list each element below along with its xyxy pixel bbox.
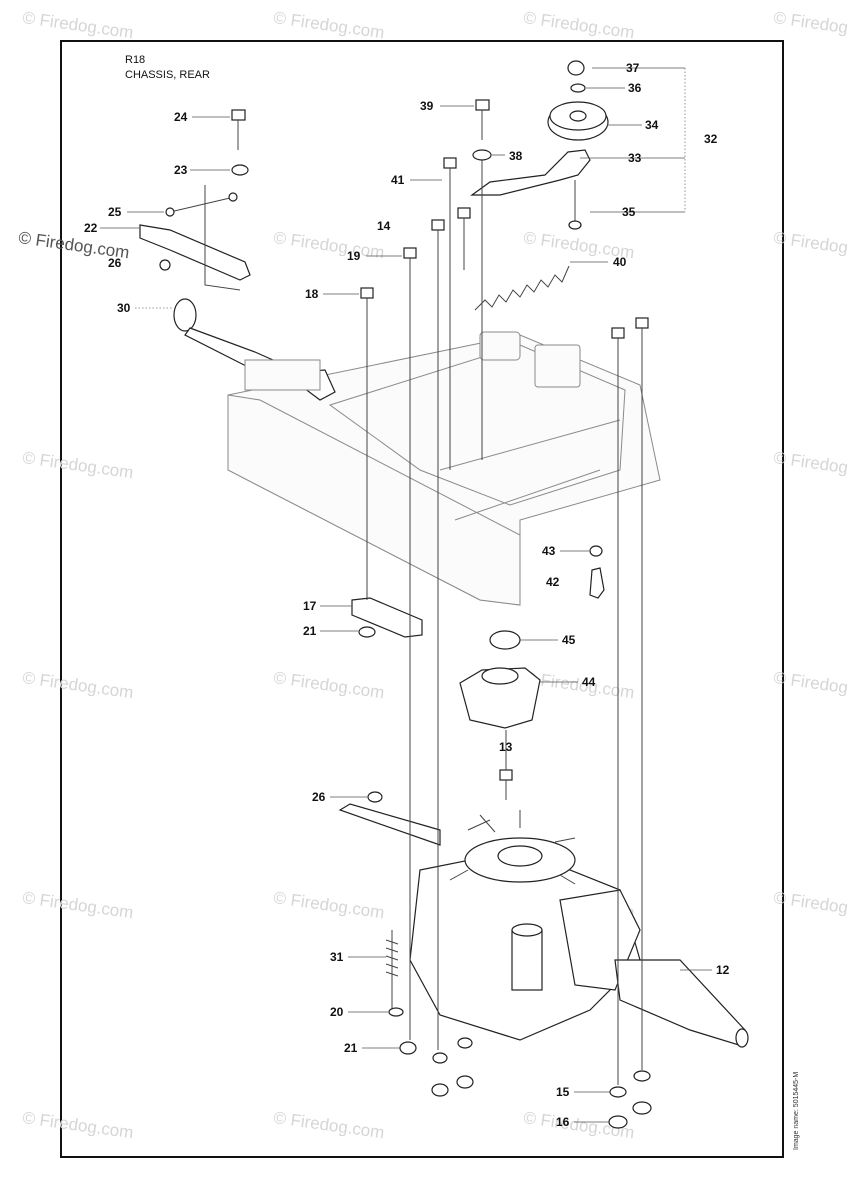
- callout-31: 31: [330, 950, 344, 964]
- rod-and-plate: [139, 185, 251, 291]
- callout-14: 14: [377, 219, 391, 233]
- callout-16: 16: [556, 1115, 570, 1129]
- callout-30: 30: [117, 301, 131, 315]
- assembly-lines: [366, 160, 643, 1085]
- callout-35: 35: [622, 205, 636, 219]
- callout-12: 12: [716, 963, 730, 977]
- image-code: Image name: 5015445-M: [793, 1071, 800, 1150]
- callout-44: 44: [582, 675, 596, 689]
- callout-22: 22: [84, 221, 98, 235]
- tension-spring: [474, 265, 570, 311]
- return-spring: [385, 930, 399, 1015]
- rear-chassis-ghost: [227, 331, 661, 606]
- callout-39: 39: [420, 99, 434, 113]
- callout-18: 18: [305, 287, 319, 301]
- callout-36: 36: [628, 81, 642, 95]
- callout-45: 45: [562, 633, 576, 647]
- diagram-title: CHASSIS, REAR: [125, 69, 210, 81]
- bolts: [231, 99, 649, 800]
- callout-13: 13: [499, 740, 513, 754]
- clip-and-nut: [589, 545, 605, 599]
- callout-15: 15: [556, 1085, 570, 1099]
- callout-21-upper: 21: [303, 624, 317, 638]
- callout-26-upper: 26: [108, 256, 122, 270]
- diagram-frame: [60, 40, 784, 1158]
- callout-43: 43: [542, 544, 556, 558]
- callout-25: 25: [108, 205, 122, 219]
- callout-32: 32: [704, 132, 718, 146]
- callout-37: 37: [626, 61, 640, 75]
- spacer-block: [351, 597, 423, 638]
- callout-26-lower: 26: [312, 790, 326, 804]
- callout-38: 38: [509, 149, 523, 163]
- callout-21-lower: 21: [344, 1041, 358, 1055]
- callout-41: 41: [391, 173, 405, 187]
- diagram-code: R18: [125, 54, 146, 66]
- nuts-and-washers: [388, 1007, 652, 1129]
- callout-34: 34: [645, 118, 659, 132]
- pulley-assembly: [470, 60, 609, 230]
- callout-19: 19: [347, 249, 361, 263]
- callout-23: 23: [174, 163, 188, 177]
- oil-tank: [459, 630, 541, 729]
- callout-42: 42: [546, 575, 560, 589]
- transaxle: [338, 791, 749, 1048]
- callout-17: 17: [303, 599, 317, 613]
- callout-40: 40: [613, 255, 627, 269]
- callout-leaders: [100, 67, 712, 1123]
- callout-20: 20: [330, 1005, 344, 1019]
- callout-24: 24: [174, 110, 188, 124]
- callout-33: 33: [628, 151, 642, 165]
- lever-arm: [173, 298, 336, 401]
